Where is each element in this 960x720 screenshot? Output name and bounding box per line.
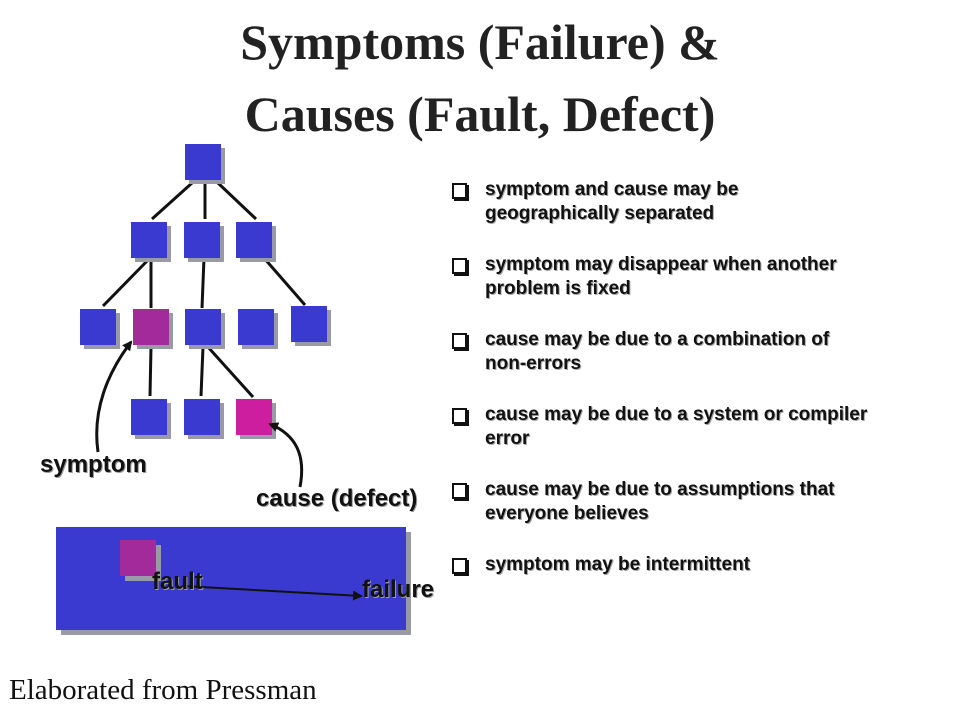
edge-root-right [216, 181, 258, 221]
bullet-text: cause may be due to a combination of non… [485, 329, 830, 374]
failure-label: failure [362, 576, 435, 603]
checkbox-bullet-icon [452, 408, 467, 424]
node-root [185, 144, 225, 184]
fault-label: fault [152, 568, 203, 595]
fault-failure-panel [56, 527, 411, 635]
edge-l2c-l3b [199, 346, 205, 397]
node-level2-c [185, 309, 225, 349]
checkbox-bullet-icon [452, 483, 467, 499]
node-level2-symptom [133, 309, 173, 349]
checkbox-bullet-icon [452, 183, 467, 199]
bullet-text: symptom may be intermittent [485, 554, 750, 575]
callout-arrows [95, 340, 304, 488]
fault-to-failure-arrow [182, 585, 363, 601]
title-line-2: Causes (Fault, Defect) [244, 86, 716, 142]
checkbox-bullet-icon [452, 333, 467, 349]
bullet-item: cause may be due to a system or compiler… [452, 403, 872, 451]
symptom-arrow [95, 340, 133, 453]
bullet-text: cause may be due to assumptions that eve… [485, 479, 835, 524]
edge-l1b-l2c [200, 257, 206, 309]
cause-arrow [268, 422, 304, 488]
bullet-item: cause may be due to assumptions that eve… [452, 478, 872, 526]
checkbox-bullet-icon [452, 558, 467, 574]
bullet-text: cause may be due to a system or compiler… [485, 404, 868, 449]
tree-edges [101, 181, 307, 399]
node-level3-cause [236, 399, 276, 439]
bullet-item: symptom may disappear when another probl… [452, 253, 872, 301]
bullet-item: symptom may be intermittent [452, 553, 872, 577]
bullet-text: symptom may disappear when another probl… [485, 254, 837, 299]
node-level3-b [184, 399, 224, 439]
node-level2-e [291, 306, 331, 346]
source-credit: Elaborated from Pressman [9, 674, 317, 706]
title-line-1: Symptoms (Failure) & [240, 14, 720, 70]
symptom-label: symptom [40, 451, 147, 478]
cause-label: cause (defect) [256, 485, 418, 512]
bullet-item: cause may be due to a combination of non… [452, 328, 872, 376]
edge-l2b-l3a [148, 346, 153, 397]
edge-l2c-l3c [206, 345, 255, 399]
node-level1-left [131, 222, 171, 262]
node-level2-d [238, 309, 278, 349]
edge-l1a-l2a [101, 256, 152, 308]
node-level3-a [131, 399, 171, 439]
node-level2-a [80, 309, 120, 349]
node-level1-middle [184, 222, 224, 262]
edge-l1c-l2e [262, 257, 307, 306]
node-level1-right [236, 222, 276, 262]
bullet-text: symptom and cause may be geographically … [485, 179, 739, 224]
bullet-list: symptom and cause may be geographically … [452, 178, 872, 604]
tree-nodes [80, 144, 331, 439]
bullet-item: symptom and cause may be geographically … [452, 178, 872, 226]
edge-root-left [150, 181, 194, 221]
fault-square [120, 540, 156, 576]
checkbox-bullet-icon [452, 258, 467, 274]
